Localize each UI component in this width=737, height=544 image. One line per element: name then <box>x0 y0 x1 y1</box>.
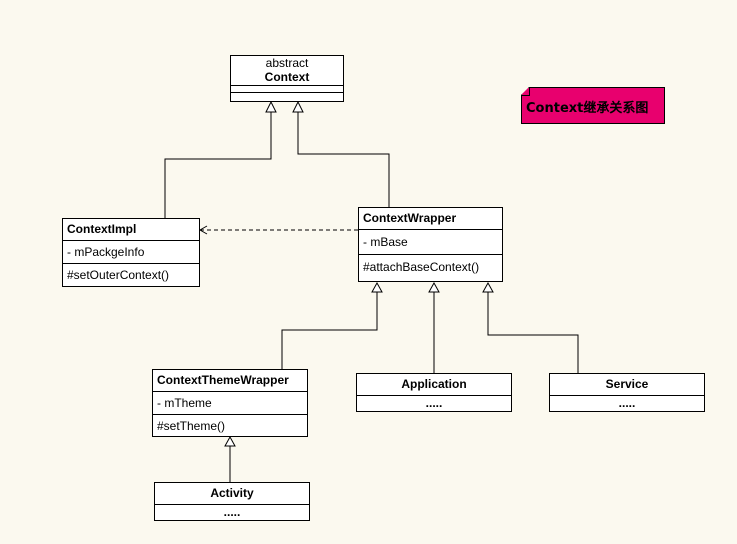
context-operations <box>231 92 343 100</box>
activity-name: Activity <box>210 486 254 500</box>
context-name: Context <box>264 70 310 84</box>
class-application[interactable]: Application ..... <box>356 373 512 412</box>
inherit-arrow-service <box>482 281 494 293</box>
inherit-arrow-wrapper <box>292 100 304 113</box>
context-theme-wrapper-attribute: - mTheme <box>153 391 307 414</box>
context-impl-name: ContextImpl <box>67 222 137 236</box>
inherit-arrow-theme <box>371 281 383 293</box>
class-context[interactable]: abstract Context <box>230 55 344 102</box>
class-context-impl[interactable]: ContextImpl - mPackgeInfo #setOuterConte… <box>62 218 200 287</box>
context-wrapper-attribute: - mBase <box>359 229 502 254</box>
service-name: Service <box>605 377 649 391</box>
context-attributes <box>231 85 343 92</box>
inherit-arrow-impl <box>265 100 277 113</box>
class-service[interactable]: Service ..... <box>549 373 705 412</box>
connector-theme-to-wrapper <box>281 292 378 370</box>
inherit-arrow-activity <box>224 435 236 447</box>
class-activity[interactable]: Activity ..... <box>154 482 310 521</box>
context-impl-attribute: - mPackgeInfo <box>63 240 199 263</box>
activity-members: ..... <box>155 504 309 520</box>
class-context-theme-wrapper[interactable]: ContextThemeWrapper - mTheme #setTheme() <box>152 369 308 437</box>
connector-impl-to-context <box>164 112 272 218</box>
note-fold-icon <box>521 87 529 95</box>
class-context-wrapper[interactable]: ContextWrapper - mBase #attachBaseContex… <box>358 207 503 282</box>
note-fold-edge-h <box>521 95 530 96</box>
dependency-arrowhead <box>198 225 208 235</box>
application-name: Application <box>401 377 467 391</box>
context-wrapper-name: ContextWrapper <box>363 211 457 225</box>
note-text: Context继承关系图 <box>526 101 649 116</box>
note-fold-edge-v <box>529 87 530 96</box>
service-members: ..... <box>550 395 704 411</box>
application-members: ..... <box>357 395 511 411</box>
connector-wrapper-to-context <box>297 112 390 208</box>
diagram-note[interactable]: Context继承关系图 <box>521 87 665 124</box>
context-theme-wrapper-name: ContextThemeWrapper <box>157 373 289 387</box>
context-stereotype: abstract <box>265 56 309 70</box>
context-wrapper-operation: #attachBaseContext() <box>359 254 502 279</box>
connector-service-to-wrapper <box>487 292 579 374</box>
inherit-arrow-application <box>428 281 440 293</box>
context-theme-wrapper-operation: #setTheme() <box>153 414 307 437</box>
context-impl-operation: #setOuterContext() <box>63 263 199 286</box>
